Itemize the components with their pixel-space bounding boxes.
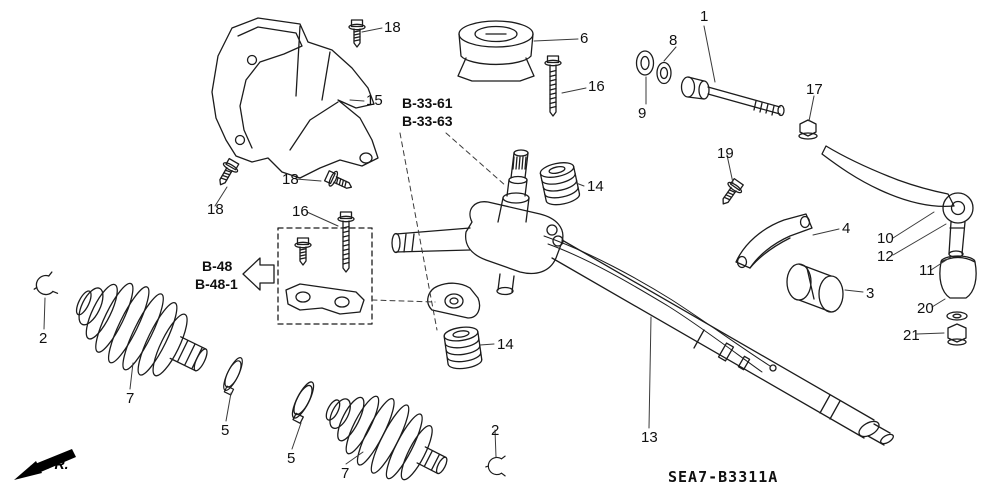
callout-14: 14 bbox=[587, 178, 604, 195]
leader-lines bbox=[43, 25, 952, 465]
callout-2: 2 bbox=[491, 422, 500, 439]
callout-b-48: B-48 bbox=[202, 258, 233, 274]
nut-21 bbox=[947, 323, 967, 346]
fr-direction-label: FR. bbox=[46, 456, 69, 472]
callout-15: 15 bbox=[366, 92, 383, 109]
rack-bushing bbox=[786, 263, 844, 313]
boot-left bbox=[75, 282, 208, 377]
callout-b-33-63: B-33-63 bbox=[402, 113, 453, 129]
rack-tube bbox=[551, 239, 894, 446]
callout-1: 1 bbox=[700, 8, 709, 25]
boot-clip-left bbox=[30, 271, 59, 300]
washer-8 bbox=[656, 61, 672, 85]
callout-20: 20 bbox=[917, 300, 934, 317]
b48-arrow-icon bbox=[242, 257, 275, 291]
mount-cushion bbox=[457, 20, 535, 82]
washer-9 bbox=[635, 50, 655, 76]
diagram-code: SEA7-B3311A bbox=[668, 468, 779, 486]
bolt-18-left bbox=[212, 156, 242, 190]
callout-16: 16 bbox=[292, 203, 309, 220]
callout-16: 16 bbox=[588, 78, 605, 95]
ball-joint-boot-20 bbox=[939, 255, 977, 321]
mount-bushing-lower bbox=[442, 324, 484, 372]
callout-4: 4 bbox=[842, 220, 851, 237]
callout-12: 12 bbox=[877, 248, 894, 265]
callout-3: 3 bbox=[866, 285, 875, 302]
steering-gearbox bbox=[391, 149, 777, 373]
callout-21: 21 bbox=[903, 327, 920, 344]
callout-7: 7 bbox=[126, 390, 135, 407]
rack-clamp-bracket bbox=[735, 213, 813, 269]
callout-18: 18 bbox=[282, 171, 299, 188]
callout-19: 19 bbox=[717, 145, 734, 162]
callout-5: 5 bbox=[221, 422, 230, 439]
callout-8: 8 bbox=[669, 32, 678, 49]
callout-2: 2 bbox=[39, 330, 48, 347]
bolt-16-right bbox=[544, 55, 562, 117]
boot-clamp-left bbox=[218, 354, 248, 396]
inner-tie-rod bbox=[680, 76, 785, 117]
mount-bracket bbox=[211, 17, 379, 179]
bolt-16-left bbox=[337, 211, 355, 273]
callout-7: 7 bbox=[341, 465, 350, 482]
callout-18: 18 bbox=[384, 19, 401, 36]
callout-9: 9 bbox=[638, 105, 647, 122]
boot-clip-right bbox=[485, 455, 506, 477]
callout-b-33-61: B-33-61 bbox=[402, 95, 453, 111]
callout-5: 5 bbox=[287, 450, 296, 467]
callout-10: 10 bbox=[877, 230, 894, 247]
boot-bottom bbox=[325, 395, 448, 481]
callout-13: 13 bbox=[641, 429, 658, 446]
callout-6: 6 bbox=[580, 30, 589, 47]
callout-17: 17 bbox=[806, 81, 823, 98]
bolt-18-top bbox=[348, 19, 366, 48]
boot-clamp-bottom bbox=[287, 378, 320, 424]
bolt-18-mid bbox=[322, 167, 356, 196]
callout-18: 18 bbox=[207, 201, 224, 218]
b48-reference-box bbox=[277, 227, 373, 325]
callout-14: 14 bbox=[497, 336, 514, 353]
bolt-19 bbox=[716, 176, 746, 210]
callout-b-48-1: B-48-1 bbox=[195, 276, 238, 292]
tie-rod-end bbox=[821, 145, 974, 258]
mount-bushing-upper bbox=[538, 159, 582, 208]
fr-arrow bbox=[14, 449, 76, 480]
callout-11: 11 bbox=[919, 262, 935, 279]
nut-17 bbox=[798, 119, 818, 140]
